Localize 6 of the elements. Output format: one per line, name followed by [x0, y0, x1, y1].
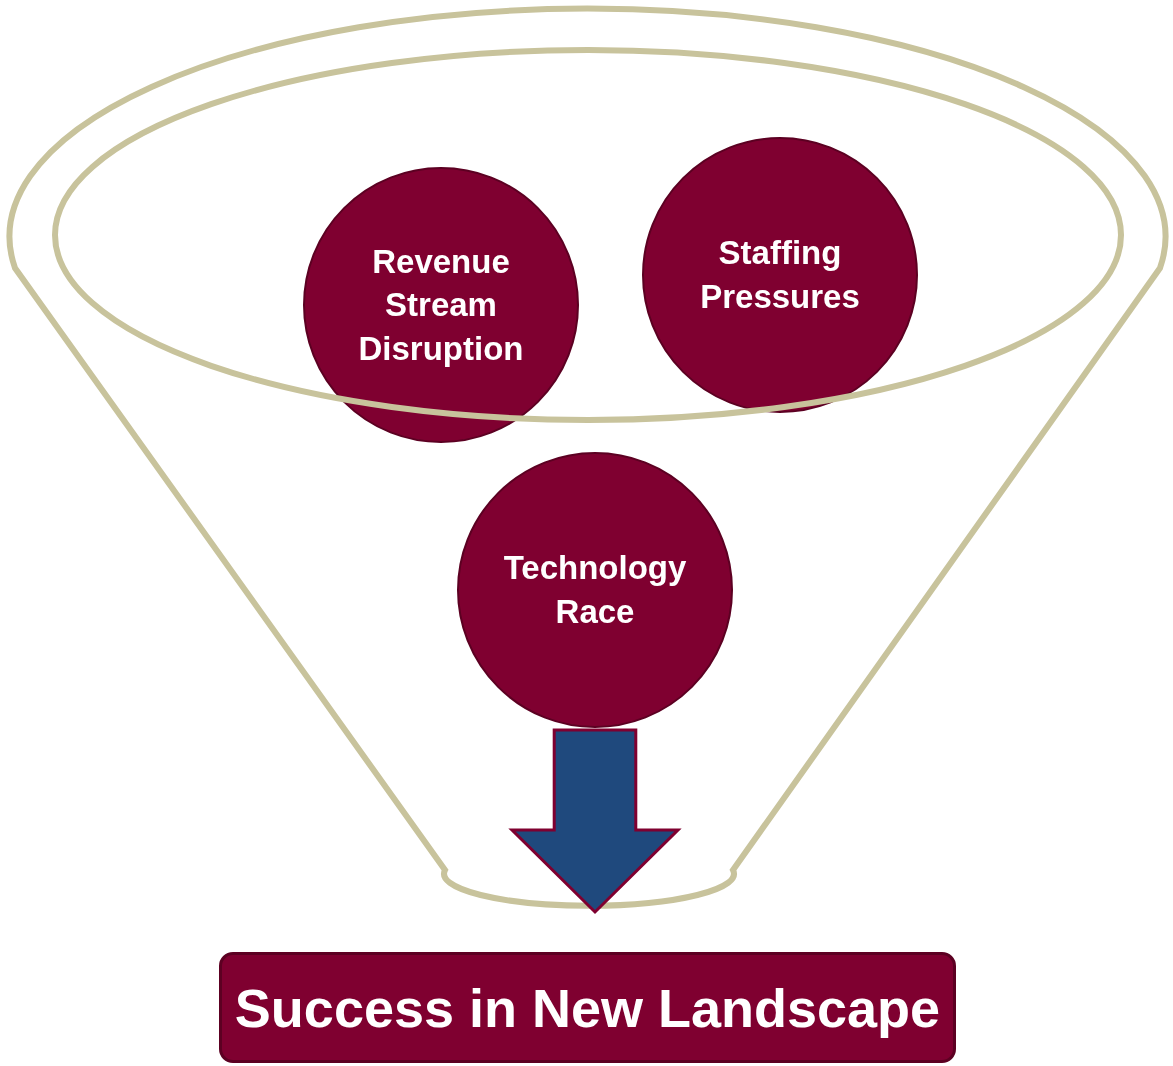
result-banner	[219, 952, 956, 1063]
block-arrow	[508, 728, 682, 915]
node-label: Technology Race	[502, 548, 688, 632]
node-label: Staffing Pressures	[699, 233, 861, 317]
node-label: Revenue Stream Disruption	[357, 241, 525, 369]
node-label: Success in New Landscape	[234, 976, 941, 1039]
